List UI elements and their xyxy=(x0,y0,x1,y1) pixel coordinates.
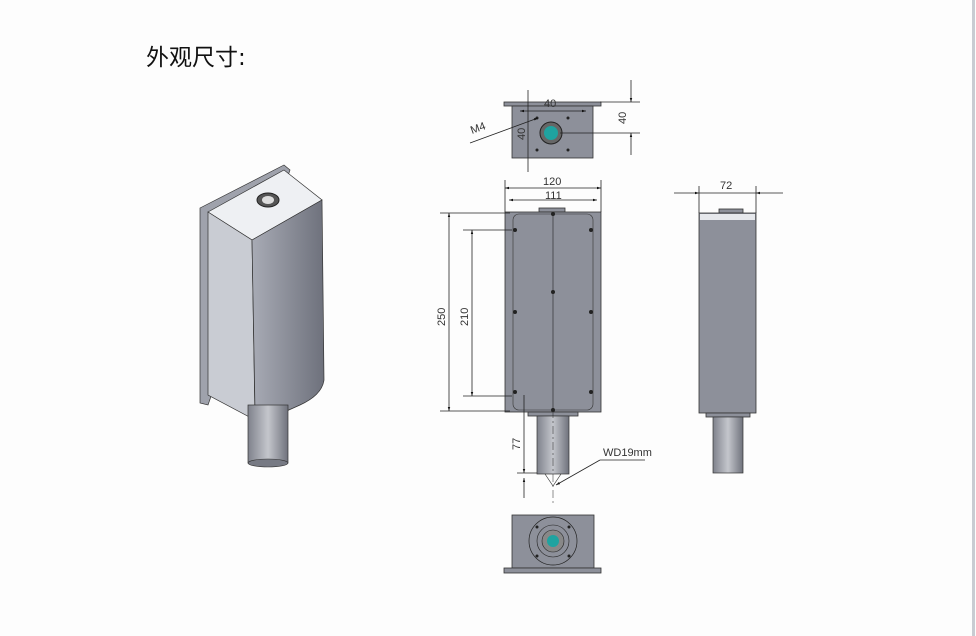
page-edge-divider xyxy=(972,0,975,636)
dim-inner-width: 111 xyxy=(545,190,562,202)
dim-height-total: 250 xyxy=(436,308,448,326)
section-heading: 外观尺寸: xyxy=(146,45,246,71)
bottom-view xyxy=(503,514,602,574)
dim-thread: M4 xyxy=(469,120,487,137)
top-view: 40 40 M4 40 xyxy=(469,80,640,172)
side-view: 72 xyxy=(674,180,783,474)
dim-top-side: 40 xyxy=(516,128,528,140)
dim-side-depth: 72 xyxy=(720,180,732,192)
dim-top-height: 40 xyxy=(617,112,629,124)
front-view: 120 111 250 210 77 WD19mm xyxy=(436,176,652,505)
isometric-view xyxy=(199,164,325,468)
dim-top-width: 40 xyxy=(544,98,556,110)
dim-working-distance: WD19mm xyxy=(603,447,652,459)
dim-height-inner: 210 xyxy=(459,308,471,326)
dim-outer-width: 120 xyxy=(543,176,561,188)
dim-tube-length: 77 xyxy=(511,438,523,450)
